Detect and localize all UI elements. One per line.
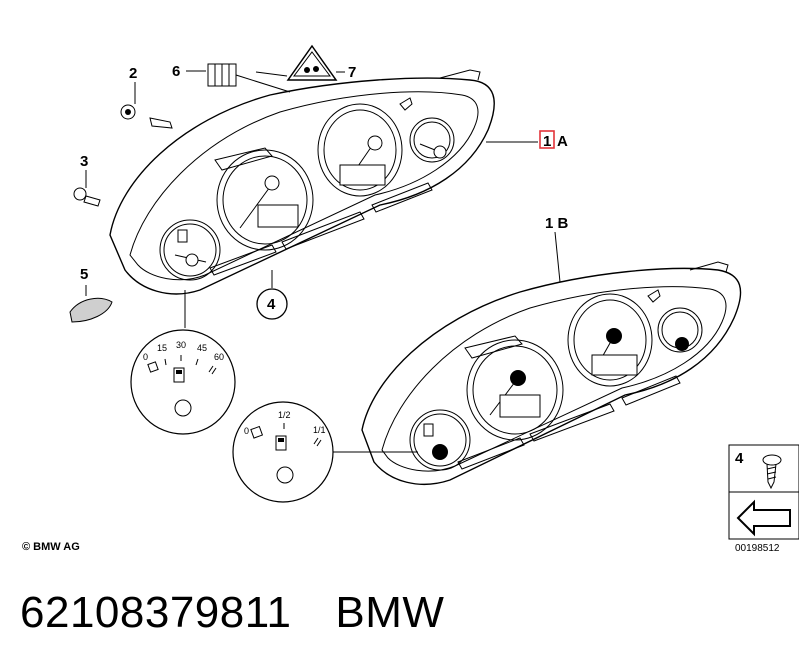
brand-name: BMW (335, 588, 445, 637)
part-number: 62108379811 (20, 588, 292, 637)
callout-1-number: 1 (543, 133, 551, 150)
callout-1-letter: A (557, 133, 568, 150)
fuel-b-tick-full: 1/1 (313, 425, 326, 435)
callout-5-label: 5 (80, 266, 88, 283)
callout-1-highlight (539, 130, 555, 149)
fuel-a-tick-0: 0 (143, 352, 148, 362)
callout-4-circle-label: 4 (267, 296, 276, 313)
fuel-a-tick-30: 30 (176, 340, 186, 350)
instrument-cluster-1a[interactable] (109, 69, 538, 295)
callout-1b-label: 1 B (545, 215, 569, 232)
callout-7-label: 7 (348, 64, 356, 81)
copyright-text: © BMW AG (22, 541, 80, 553)
callout-3-label: 3 (80, 153, 88, 170)
fuel-a-tick-60: 60 (214, 352, 224, 362)
callout-6-label: 6 (172, 63, 180, 80)
instrument-cluster-1b[interactable] (361, 261, 742, 486)
screw-detail-box[interactable] (728, 444, 799, 540)
fuel-a-tick-15: 15 (157, 343, 167, 353)
fuel-b-tick-0: 0 (244, 426, 249, 436)
cover-part-5[interactable] (69, 297, 113, 323)
caption: 62108379811 BMW (20, 588, 488, 638)
warning-triangle-7[interactable] (286, 44, 338, 81)
parts-diagram: 1 A 1 B (69, 44, 799, 540)
reference-number: 00198512 (735, 543, 780, 554)
fuel-gauge-detail-b: 0 1/2 1/1 (232, 401, 334, 503)
connector-part-6[interactable] (207, 63, 237, 87)
fuel-b-tick-half: 1/2 (278, 410, 291, 420)
callout-4-circle (256, 288, 288, 320)
callout-4-box-label: 4 (735, 450, 744, 467)
bulb-part-2[interactable] (120, 104, 173, 129)
fuel-a-tick-45: 45 (197, 343, 207, 353)
callout-2-label: 2 (129, 65, 137, 82)
fuel-gauge-detail-a: 0 15 30 45 60 (130, 329, 236, 435)
bulb-part-3[interactable] (73, 187, 101, 207)
